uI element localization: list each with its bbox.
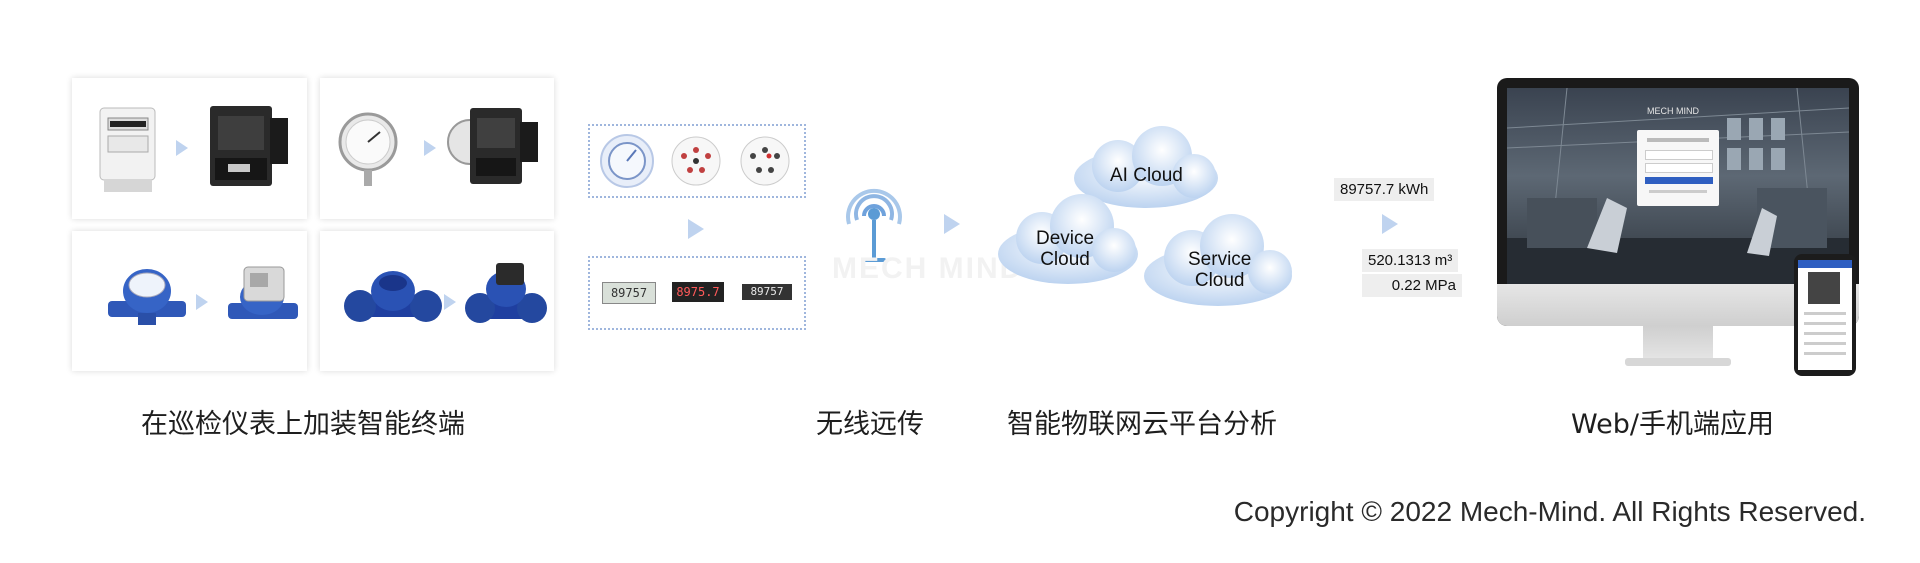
monitor-screen: MECH MIND: [1507, 88, 1849, 284]
login-button[interactable]: [1645, 177, 1713, 184]
login-footnote: [1649, 190, 1707, 193]
phone-row-2: [1804, 322, 1846, 325]
monitor-stand: [1643, 326, 1713, 360]
dial-readings-box: [588, 124, 806, 198]
username-field[interactable]: [1645, 150, 1713, 160]
svg-text:MECH MIND: MECH MIND: [1647, 106, 1699, 116]
factory-background-image: MECH MIND: [1507, 88, 1849, 284]
reading-volume: 520.1313 m³: [1362, 249, 1459, 272]
arrow-right-icon: [944, 214, 960, 234]
ai-cloud-label: AI Cloud: [1110, 165, 1183, 186]
cloud-platform-image: [998, 126, 1292, 306]
arrow-icon: [444, 294, 456, 310]
pressure-gauge-image: [338, 108, 538, 186]
card-large-water-meter: [320, 231, 554, 371]
water-meter-image: [108, 266, 298, 325]
phone-row-5: [1804, 352, 1846, 355]
electric-meter-image: [99, 106, 288, 192]
card-water-meter: [72, 231, 307, 371]
phone-row-4: [1804, 342, 1846, 345]
caption-smart-terminal: 在巡检仪表上加装智能终端: [141, 409, 465, 440]
lcd-display-2: 8975.7: [672, 282, 724, 302]
reading-pressure: 0.22 MPa: [1362, 274, 1462, 297]
lcd-display-3: 89757: [742, 284, 792, 300]
arrow-down-icon: [688, 219, 704, 239]
lcd-display-1: 89757: [602, 282, 656, 304]
caption-cloud-platform: 智能物联网云平台分析: [1007, 409, 1277, 440]
ai-cloud-shape: [1074, 126, 1218, 208]
arrow-icon: [196, 294, 208, 310]
copyright-notice: Copyright © 2022 Mech-Mind. All Rights R…: [1233, 496, 1866, 527]
reading-energy: 89757.7 kWh: [1334, 178, 1435, 201]
caption-web-mobile: Web/手机端应用: [1571, 409, 1774, 440]
card-electric-meter: [72, 78, 307, 219]
phone-row-3: [1804, 332, 1846, 335]
phone-photo: [1808, 272, 1840, 304]
service-cloud-shape: [1144, 214, 1292, 306]
phone-header: [1798, 260, 1852, 268]
antenna-icon: [846, 188, 902, 262]
arrow-icon: [176, 140, 188, 156]
dial-gauges-image: [600, 134, 790, 188]
phone-screen: [1798, 260, 1852, 370]
monitor-base: [1625, 358, 1731, 366]
login-panel: [1637, 130, 1719, 206]
password-field[interactable]: [1645, 163, 1713, 173]
card-pressure-gauge: [320, 78, 554, 219]
lcd-readings-box: 89757 8975.7 89757: [588, 256, 806, 330]
phone-row-1: [1804, 312, 1846, 315]
mobile-phone: [1794, 254, 1856, 376]
arrow-right-icon-2: [1382, 214, 1398, 234]
watermark-logo: MECH MIND: [832, 252, 1024, 285]
large-water-meter-image: [344, 263, 547, 323]
login-title-bar: [1647, 138, 1709, 142]
device-cloud-shape: [998, 194, 1138, 284]
caption-wireless: 无线远传: [816, 409, 924, 440]
arrow-icon: [424, 140, 436, 156]
